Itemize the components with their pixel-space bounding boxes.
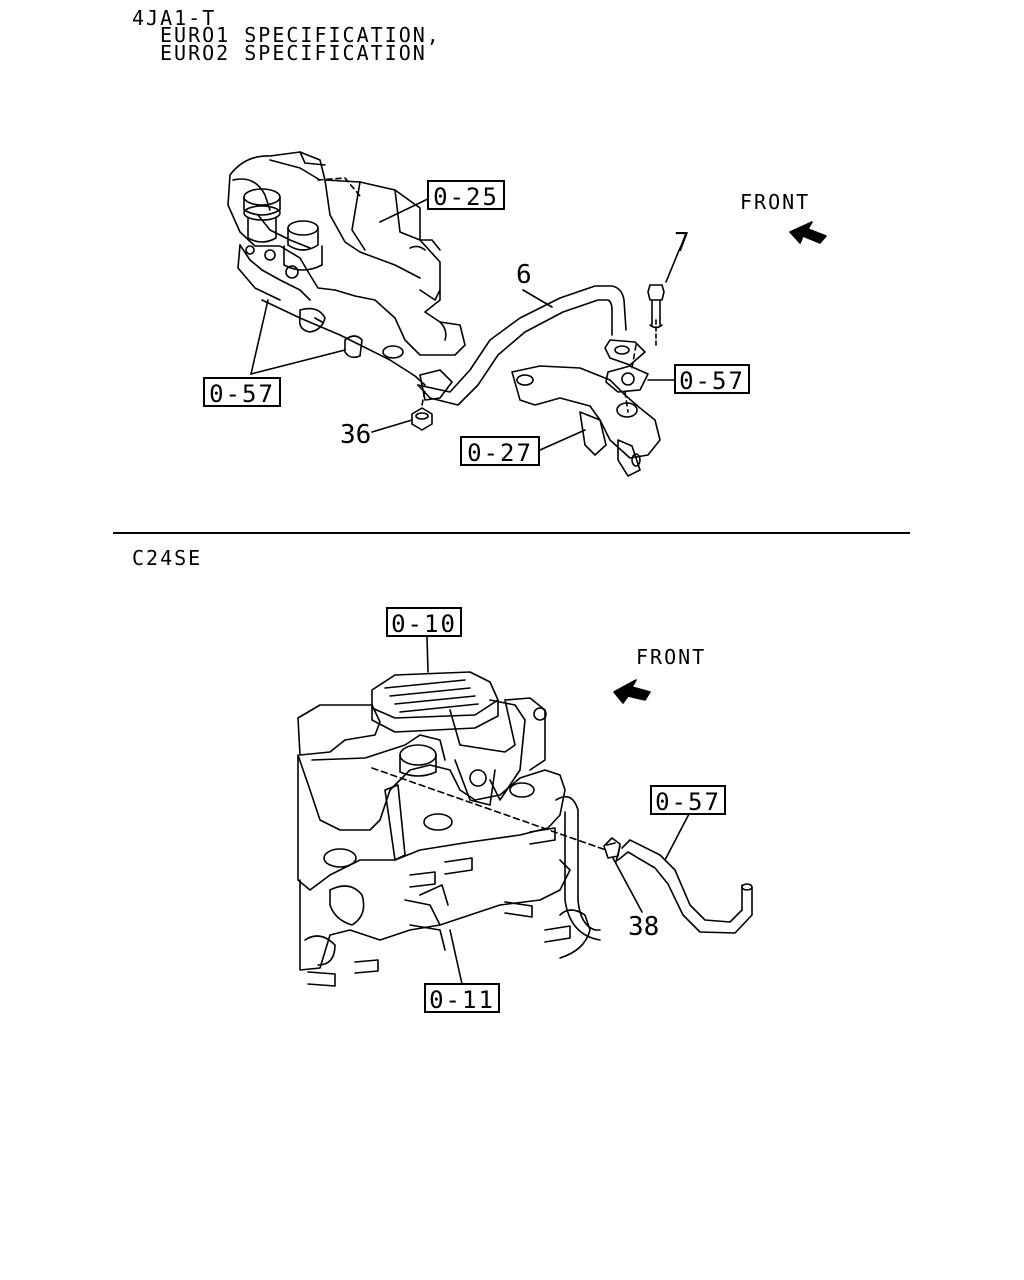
model-label-c24se: C24SE <box>132 546 203 570</box>
front-arrow-icon <box>613 679 651 704</box>
ref-box-0-27: 0-27 <box>460 436 540 467</box>
spec-line-euro2: EURO2 SPECIFICATION <box>160 41 427 65</box>
part-number-7: 7 <box>674 228 690 258</box>
leader-lines-top <box>250 196 681 451</box>
bolt-7 <box>647 284 665 346</box>
ref-box-0-57: 0-57 <box>203 377 281 408</box>
part-number-6: 6 <box>516 260 532 290</box>
gasket-right <box>605 365 649 393</box>
manifold-flange-lower <box>261 299 426 386</box>
part-number-36: 36 <box>340 420 372 450</box>
ref-box-0-11: 0-11 <box>424 983 500 1014</box>
ref-box-0-10: 0-10 <box>386 607 462 638</box>
egr-pipe-6 <box>417 285 646 406</box>
front-arrow-icon <box>789 221 827 244</box>
leader-lines-bottom <box>426 636 691 985</box>
hidden-lines-top <box>317 177 637 413</box>
section-divider <box>113 532 910 534</box>
ref-box-0-57: 0-57 <box>650 785 726 816</box>
clip-38 <box>603 837 621 859</box>
nut-36 <box>411 407 433 431</box>
hidden-lines-bottom <box>371 767 607 851</box>
ref-box-0-25: 0-25 <box>427 180 505 211</box>
intake-manifold-bottom <box>371 671 547 801</box>
egr-valve-assembly <box>237 188 326 333</box>
front-label: FRONT <box>740 190 811 214</box>
spec-line-euro1: EURO1 SPECIFICATION, <box>160 23 441 47</box>
ref-box-0-57: 0-57 <box>674 364 750 395</box>
front-label: FRONT <box>636 645 707 669</box>
cylinder-head <box>297 704 571 971</box>
model-label-4ja1t: 4JA1-T <box>132 6 217 30</box>
coolant-pipe <box>555 795 601 941</box>
studs-bottom <box>307 827 591 987</box>
part-number-38: 38 <box>628 912 660 942</box>
intake-manifold-top <box>227 151 466 356</box>
